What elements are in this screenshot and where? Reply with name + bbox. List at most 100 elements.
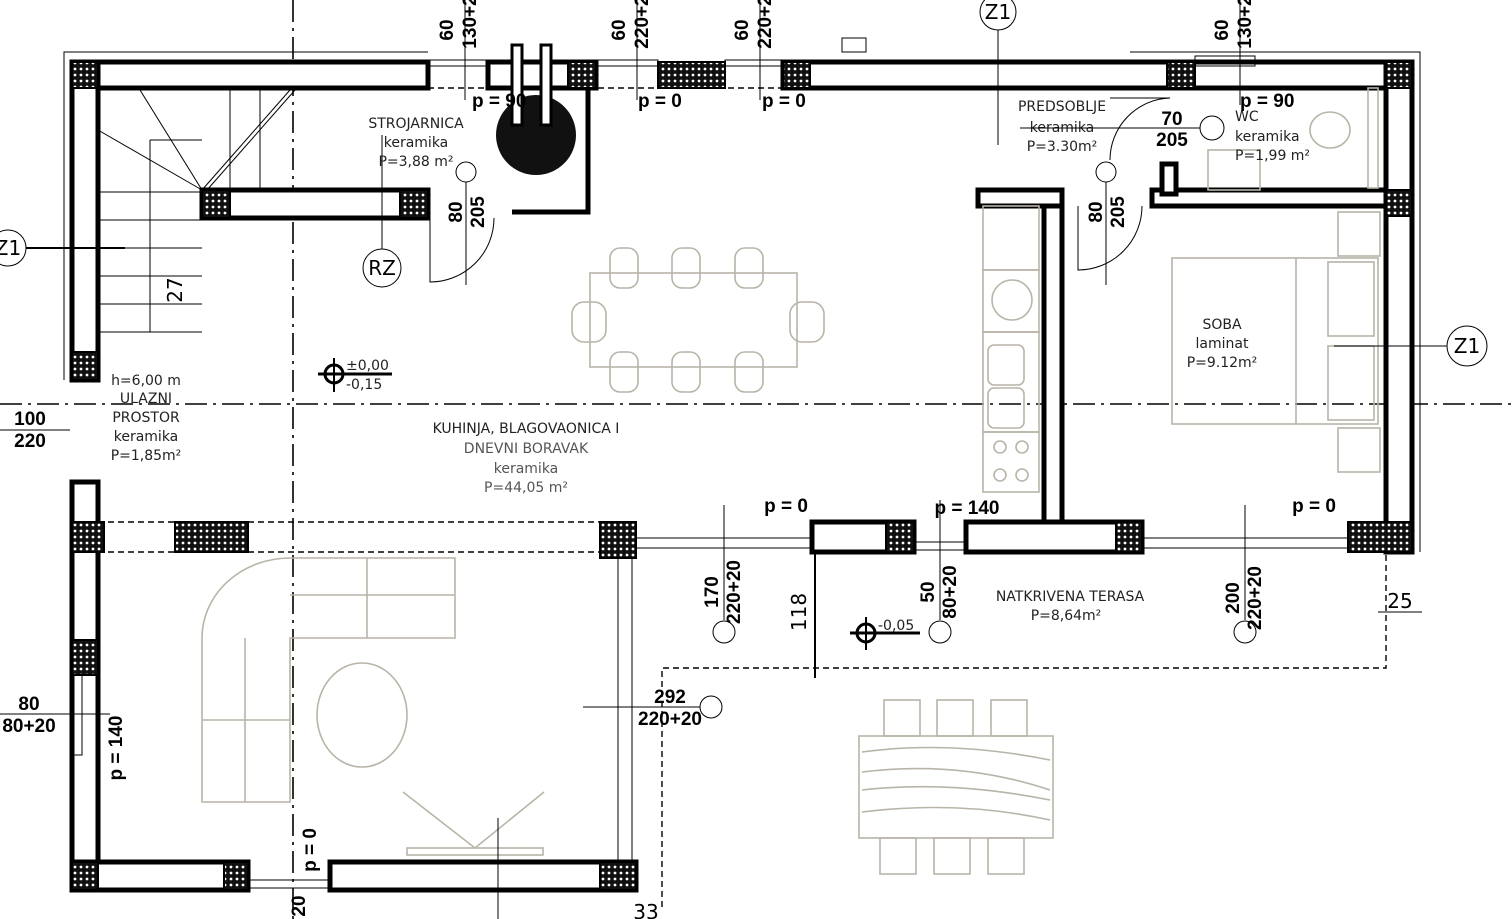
terrace-outline	[661, 555, 1387, 910]
svg-text:205: 205	[1156, 130, 1188, 151]
svg-text:205: 205	[468, 196, 489, 228]
svg-text:p = 0: p = 0	[762, 91, 806, 112]
tv-stand	[402, 791, 545, 856]
svg-text:200: 200	[1223, 582, 1244, 614]
room-terasa: NATKRIVENA TERASA P=8,64m²	[996, 589, 1145, 624]
svg-text:keramika: keramika	[494, 461, 559, 477]
terrace-table	[858, 699, 1054, 875]
svg-text:DNEVNI BORAVAK: DNEVNI BORAVAK	[464, 441, 589, 457]
svg-text:220+2: 220+2	[755, 0, 776, 49]
svg-text:118: 118	[787, 593, 811, 631]
room-kuhinja: KUHINJA, BLAGOVAONICA I DNEVNI BORAVAK k…	[433, 421, 620, 496]
svg-text:60: 60	[732, 19, 753, 40]
outer-outline	[63, 51, 428, 380]
svg-text:p = 90: p = 90	[472, 91, 526, 112]
svg-text:p = 0: p = 0	[300, 828, 321, 872]
svg-text:130+2: 130+2	[460, 0, 481, 49]
svg-text:20: 20	[289, 895, 310, 916]
svg-text:p = 0: p = 0	[1292, 496, 1336, 517]
wc-fixtures	[1207, 87, 1379, 191]
svg-text:292: 292	[654, 687, 686, 708]
svg-text:220+20: 220+20	[638, 709, 702, 730]
svg-text:-0,05: -0,05	[878, 618, 914, 634]
svg-text:keramika: keramika	[1235, 129, 1300, 145]
marker-rz: RZ	[362, 135, 402, 288]
svg-text:80+20: 80+20	[2, 716, 55, 737]
svg-text:33: 33	[633, 900, 658, 919]
svg-text:25: 25	[1387, 589, 1412, 613]
svg-text:p = 140: p = 140	[106, 716, 127, 781]
svg-text:80: 80	[446, 201, 467, 222]
svg-text:keramika: keramika	[114, 429, 179, 445]
svg-text:PROSTOR: PROSTOR	[112, 410, 180, 426]
svg-text:Z1: Z1	[985, 0, 1011, 24]
svg-text:keramika: keramika	[384, 135, 449, 151]
columns	[71, 61, 1413, 891]
svg-text:70: 70	[1161, 109, 1182, 130]
svg-text:KUHINJA, BLAGOVAONICA I: KUHINJA, BLAGOVAONICA I	[433, 421, 620, 437]
svg-text:RZ: RZ	[368, 256, 396, 280]
svg-text:P=9.12m²: P=9.12m²	[1187, 355, 1258, 371]
room-strojarnica: STROJARNICA keramika P=3,88 m²	[368, 116, 464, 170]
svg-text:130+2: 130+2	[1235, 0, 1256, 49]
svg-text:80: 80	[1086, 201, 1107, 222]
sofa	[201, 557, 456, 803]
svg-text:WC: WC	[1235, 109, 1259, 125]
room-ulazni-prostor: h=6,00 m ULAZNI PROSTOR keramika P=1,85m…	[111, 373, 182, 464]
room-wc: WC keramika P=1,99 m²	[1235, 109, 1310, 164]
svg-text:50: 50	[918, 581, 939, 602]
marker-z1-right: Z1	[1334, 325, 1488, 367]
room-predsoblje: PREDSOBLJE keramika P=3.30m²	[1018, 99, 1106, 155]
svg-text:SOBA: SOBA	[1202, 317, 1242, 333]
svg-text:P=1,99 m²: P=1,99 m²	[1235, 148, 1310, 164]
svg-text:80: 80	[18, 694, 39, 715]
dimension-labels: 60 130+2 60 220+2 60 220+2 60 130+2 p = …	[0, 0, 1422, 919]
svg-text:ULAZNI: ULAZNI	[120, 391, 172, 407]
svg-text:P=3.30m²: P=3.30m²	[1027, 139, 1098, 155]
svg-text:p = 0: p = 0	[638, 91, 682, 112]
coffee-table	[316, 662, 408, 768]
svg-text:P=3,88 m²: P=3,88 m²	[378, 154, 453, 170]
svg-text:P=44,05 m²: P=44,05 m²	[484, 480, 568, 496]
svg-text:220+20: 220+20	[1245, 566, 1266, 630]
door-strojarnica[interactable]	[429, 217, 495, 283]
chimney	[841, 37, 867, 53]
svg-text:80+20: 80+20	[940, 565, 961, 618]
walls	[69, 59, 1415, 893]
svg-text:220+2: 220+2	[632, 0, 653, 49]
outer-outline-right	[1130, 51, 1421, 552]
svg-text:Z1: Z1	[1454, 334, 1480, 358]
svg-text:p = 0: p = 0	[764, 496, 808, 517]
door-predsoblje[interactable]	[1077, 205, 1143, 271]
svg-text:p = 140: p = 140	[935, 498, 1000, 519]
marker-z1-top: Z1	[979, 0, 1017, 145]
svg-text:220+20: 220+20	[724, 560, 745, 624]
dining-table	[571, 247, 825, 393]
svg-text:170: 170	[702, 576, 723, 608]
pipe	[539, 43, 553, 127]
svg-text:27: 27	[163, 277, 187, 302]
pipe	[510, 43, 524, 127]
svg-text:60: 60	[437, 19, 458, 40]
svg-text:PREDSOBLJE: PREDSOBLJE	[1018, 99, 1106, 115]
kitchen-counter	[982, 205, 1040, 493]
svg-text:-0,15: -0,15	[346, 377, 382, 393]
level-marker-main: ±0,00 -0,15	[318, 358, 392, 393]
svg-text:laminat: laminat	[1196, 336, 1249, 352]
svg-text:205: 205	[1108, 196, 1129, 228]
windows	[73, 55, 1349, 889]
svg-text:P=1,85m²: P=1,85m²	[111, 448, 182, 464]
svg-text:60: 60	[1212, 19, 1233, 40]
svg-text:60: 60	[609, 19, 630, 40]
svg-text:NATKRIVENA TERASA: NATKRIVENA TERASA	[996, 589, 1145, 605]
marker-z1-left: Z1	[0, 229, 125, 267]
door-wc[interactable]	[1109, 97, 1171, 161]
room-soba: SOBA laminat P=9.12m²	[1187, 317, 1258, 371]
level-marker-terrace: -0,05	[850, 617, 920, 650]
svg-text:h=6,00 m: h=6,00 m	[111, 373, 181, 389]
svg-text:100: 100	[14, 409, 46, 430]
svg-text:P=8,64m²: P=8,64m²	[1031, 608, 1102, 624]
svg-text:STROJARNICA: STROJARNICA	[368, 116, 464, 132]
svg-text:220: 220	[14, 431, 46, 452]
